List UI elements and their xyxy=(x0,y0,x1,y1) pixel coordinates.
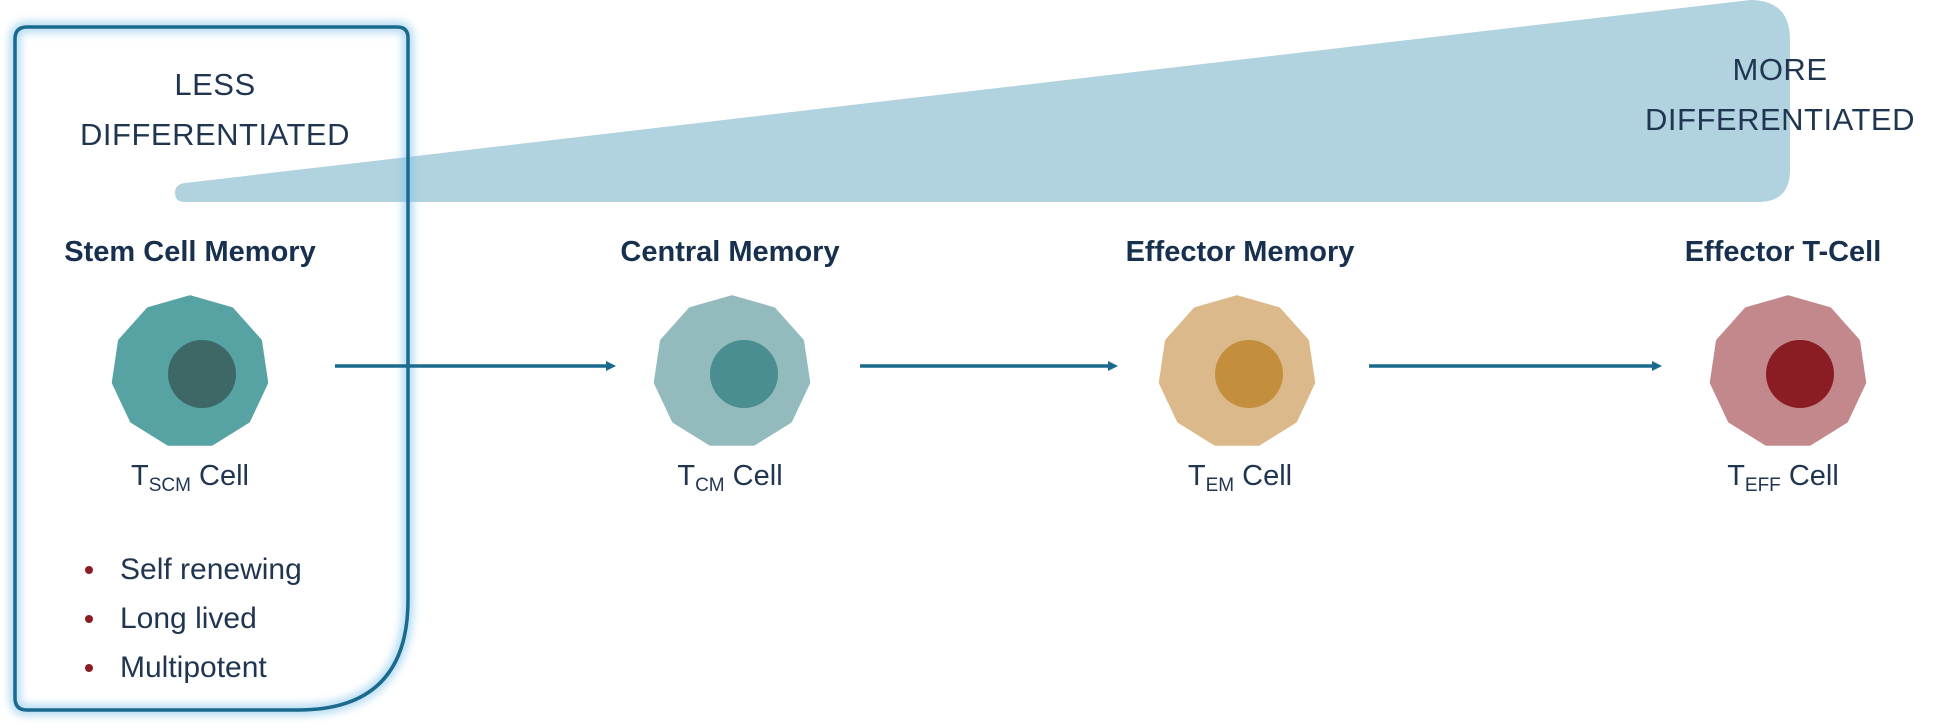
less-label-line-1: LESS xyxy=(174,67,256,102)
stage-title-scm: Stem Cell Memory xyxy=(64,236,316,268)
stage-title-eff: Effector T-Cell xyxy=(1684,236,1882,268)
cell-nucleus-em xyxy=(1215,340,1283,408)
bullet-icon xyxy=(85,566,93,574)
cell-label-scm: TSCM Cell xyxy=(131,460,249,496)
highlight-box xyxy=(13,25,410,712)
bullet-icon xyxy=(85,664,93,672)
stage-title-cm: Central Memory xyxy=(620,236,840,268)
cell-label-cm: TCM Cell xyxy=(677,460,783,496)
cell-nucleus-eff xyxy=(1766,340,1834,408)
cell-label-em: TEM Cell xyxy=(1187,460,1293,496)
cell-nucleus-cm xyxy=(710,340,778,408)
differentiation-gradient-wedge xyxy=(175,0,1790,202)
stage-title-em: Effector Memory xyxy=(1125,236,1355,268)
less-differentiated-label: LESS DIFFERENTIATED xyxy=(55,60,375,160)
less-label-line-2: DIFFERENTIATED xyxy=(80,117,350,152)
list-item: Self renewing xyxy=(80,545,302,594)
list-item: Multipotent xyxy=(80,643,302,692)
list-item: Long lived xyxy=(80,594,302,643)
scm-properties-list: Self renewing Long lived Multipotent xyxy=(80,545,302,692)
cell-label-eff: TEFF Cell xyxy=(1727,460,1839,496)
bullet-icon xyxy=(85,615,93,623)
more-label-line-1: MORE xyxy=(1732,52,1828,87)
more-label-line-2: DIFFERENTIATED xyxy=(1645,102,1915,137)
more-differentiated-label: MORE DIFFERENTIATED xyxy=(1620,45,1940,145)
cell-nucleus-scm xyxy=(168,340,236,408)
